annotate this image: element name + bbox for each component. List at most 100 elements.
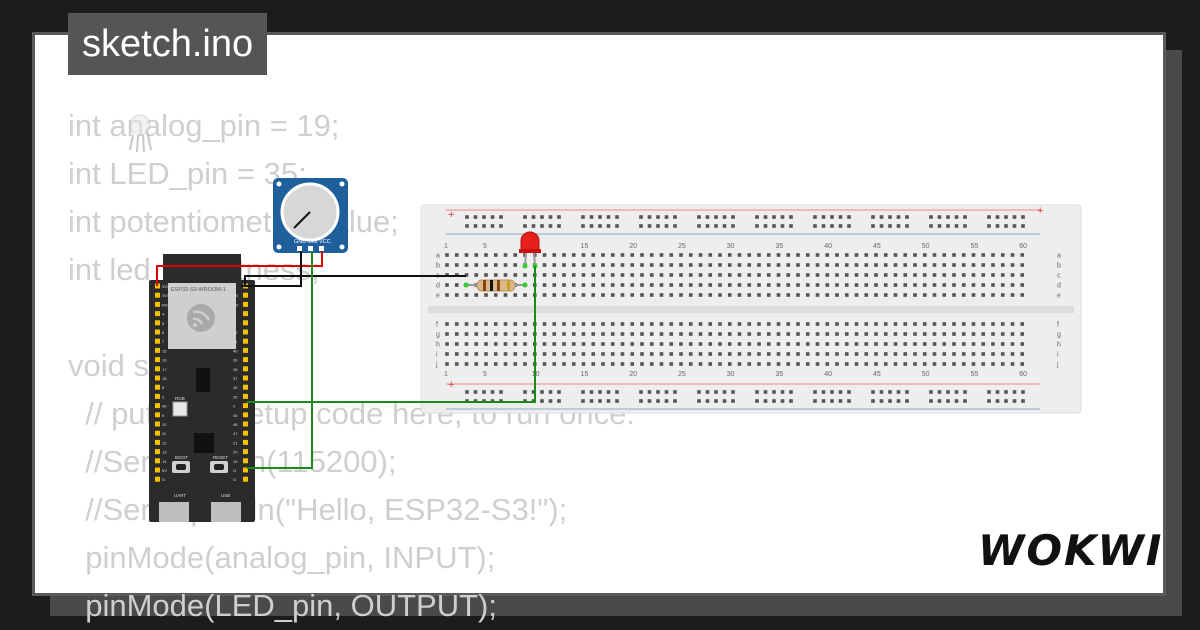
pot-pin-label: GND	[294, 239, 306, 245]
esp32-pin-label: 11	[162, 431, 167, 436]
breadboard-column-label: 45	[873, 243, 881, 250]
breadboard-row-label: c	[1057, 273, 1061, 280]
esp32-pin-label: 3V3	[162, 293, 170, 298]
breadboard-column-label: 1	[444, 371, 448, 378]
wire-led-green	[247, 266, 536, 403]
breadboard-column-label: 55	[971, 371, 979, 378]
wires	[156, 251, 536, 469]
esp32-pin	[243, 357, 248, 363]
breadboard-column-label: 5	[483, 371, 487, 378]
breadboard-row-label: f	[1057, 322, 1059, 329]
esp32-pin-label: 37	[233, 376, 238, 381]
esp32-pin-label: 5V	[162, 468, 167, 473]
resistor[interactable]	[463, 279, 528, 292]
reset-label: RESET	[213, 455, 228, 460]
code-line: int potentiometer_value;	[68, 204, 399, 239]
esp32-pin-headers: 3V33V3RST4567151617188346910111213145VGG…	[155, 283, 248, 482]
wire-gnd-black	[241, 251, 302, 287]
esp32-pin-label: 45	[233, 413, 238, 418]
breadboard-row-label: h	[436, 342, 440, 349]
rgb-label: RGB	[175, 396, 185, 401]
esp32-pin	[243, 449, 248, 455]
esp32-pin-label: TX	[233, 293, 238, 298]
esp32-pin-label: 13	[162, 450, 167, 455]
esp32-pin-label: 3	[162, 394, 165, 399]
esp32-pin-label: 15	[162, 348, 167, 353]
breadboard-column-label: 5	[483, 243, 487, 250]
esp32-pin-label: 35	[233, 394, 238, 399]
file-tab[interactable]: sketch.ino	[68, 13, 268, 75]
esp32-pin-label: 16	[162, 358, 167, 363]
esp32-pin	[243, 393, 248, 399]
esp32-pin-label: 14	[162, 459, 167, 464]
esp32-pin-label: 3V3	[162, 284, 170, 289]
code-line: pinMode(analog_pin, INPUT);	[68, 540, 496, 575]
esp32-pin-label: 36	[233, 385, 238, 390]
esp32-pin	[155, 338, 160, 344]
esp32-pin	[155, 439, 160, 445]
esp32-pin	[243, 439, 248, 445]
esp32-pin-label: 0	[233, 404, 236, 409]
esp32-pin	[155, 421, 160, 427]
breadboard-column-label: 55	[971, 243, 979, 250]
esp32-s3-devkit[interactable]: ESP32-S3-WROOM-1 RGB BOOT RESET UART USB…	[149, 254, 255, 522]
breadboard-column-label: 45	[873, 371, 881, 378]
boot-button[interactable]	[172, 461, 190, 473]
rail-plus-label: +	[1037, 205, 1043, 217]
esp32-pin-label: G	[233, 284, 236, 289]
esp32-pin	[243, 476, 248, 482]
espressif-logo-icon	[187, 304, 215, 332]
breadboard-column-label: 20	[629, 371, 637, 378]
esp32-pin	[155, 430, 160, 436]
esp32-pin	[155, 412, 160, 418]
esp32-pin	[155, 320, 160, 326]
esp32-pin	[155, 458, 160, 464]
esp32-pin-label: 38	[233, 367, 238, 372]
esp32-pin	[155, 366, 160, 372]
esp32-pin	[155, 357, 160, 363]
esp32-pin-label: G	[233, 477, 236, 482]
breadboard-column-label: 25	[678, 243, 686, 250]
esp32-pin-label: RX	[233, 302, 239, 307]
wire-sig-green	[247, 251, 313, 469]
esp32-pin	[155, 292, 160, 298]
esp32-pin	[243, 366, 248, 372]
red-led[interactable]	[519, 231, 541, 269]
esp32-pin-label: G	[162, 477, 165, 482]
esp32-pin	[243, 403, 248, 409]
rgb-led-icon	[129, 114, 152, 153]
potentiometer[interactable]: GND SIG VCC	[273, 178, 348, 253]
breadboard-row-label: h	[1057, 342, 1061, 349]
esp32-pin	[155, 476, 160, 482]
esp32-pin-label: 2	[233, 321, 236, 326]
breadboard-row-label: e	[1057, 293, 1061, 300]
esp32-pin-label: 10	[162, 422, 167, 427]
esp32-pin-label: 1	[233, 312, 236, 317]
esp32-pin-label: 6	[162, 330, 165, 335]
breadboard-column-label: 1	[444, 243, 448, 250]
wokwi-logo: WOKWI	[978, 526, 1164, 575]
breadboard-row-label: d	[436, 283, 440, 290]
breadboard-column-label: 60	[1019, 243, 1027, 250]
esp32-pin	[243, 421, 248, 427]
breadboard-column-label: 50	[922, 371, 930, 378]
esp32-pin-label: RST	[162, 302, 171, 307]
esp32-pin-label: 7	[162, 339, 165, 344]
esp32-pin-label: 12	[162, 440, 167, 445]
wire-gnd-breadboard-black	[244, 275, 466, 286]
uart-label: UART	[174, 493, 186, 498]
breadboard-column-label: 25	[678, 371, 686, 378]
esp32-pin-label: 8	[162, 385, 165, 390]
esp32-pin-label: 48	[233, 422, 238, 427]
rail-plus-label: +	[448, 209, 454, 221]
breadboard[interactable]: + + + 1155101015152020252530303535404045…	[420, 204, 1082, 414]
esp32-pin-label: G	[233, 468, 236, 473]
esp32-pin	[243, 347, 248, 353]
breadboard-row-label: a	[1057, 253, 1061, 260]
reset-button[interactable]	[210, 461, 228, 473]
usb-label: USB	[221, 493, 230, 498]
breadboard-row-label: a	[436, 253, 440, 260]
breadboard-column-label: 40	[824, 243, 832, 250]
esp32-pin	[243, 292, 248, 298]
